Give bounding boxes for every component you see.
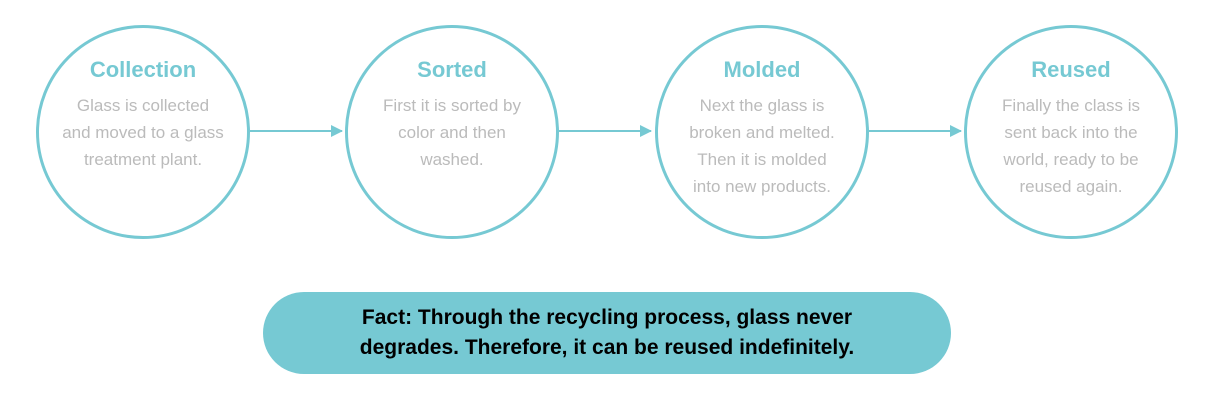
step-title: Collection	[89, 57, 197, 82]
arrow-right-icon	[559, 125, 652, 137]
step-description: First it is sorted by color and then was…	[383, 96, 521, 169]
step-title: Sorted	[417, 57, 487, 82]
step-description: Glass is collected and moved to a glass …	[62, 96, 224, 169]
step-title: Reused	[1031, 57, 1111, 82]
step-collection-circle: Collection Glass is collected and moved …	[36, 25, 250, 239]
step-description: Finally the class is sent back into the …	[1002, 96, 1140, 196]
step-sorted-circle: Sorted First it is sorted by color and t…	[345, 25, 559, 239]
step-reused-circle: Reused Finally the class is sent back in…	[964, 25, 1178, 239]
fact-callout: Fact: Through the recycling process, gla…	[263, 292, 951, 374]
step-description: Next the glass is broken and melted. The…	[689, 96, 835, 196]
arrow-right-icon	[869, 125, 962, 137]
fact-text: Fact: Through the recycling process, gla…	[359, 306, 855, 359]
arrow-right-icon	[250, 125, 343, 137]
step-title: Molded	[723, 57, 801, 82]
step-molded-circle: Molded Next the glass is broken and melt…	[655, 25, 869, 239]
